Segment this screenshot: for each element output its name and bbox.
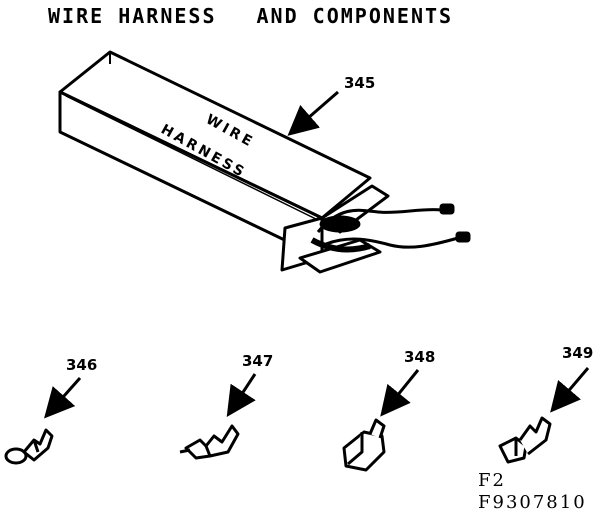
title-part-2: AND COMPONENTS xyxy=(256,4,454,28)
harness-wires xyxy=(310,203,471,253)
callout-arrow-349 xyxy=(550,367,590,413)
ring-terminal-icon xyxy=(4,428,54,465)
callout-348: 348 xyxy=(404,348,436,366)
receptacle-terminal-icon xyxy=(498,416,552,464)
spade-terminal-icon xyxy=(342,418,386,472)
callout-347: 347 xyxy=(242,352,274,370)
figure-code-line-1: F2 xyxy=(478,470,506,491)
diagram-title: WIRE HARNESS AND COMPONENTS xyxy=(48,4,453,28)
splice-connector-icon xyxy=(179,424,240,460)
callout-349: 349 xyxy=(562,344,594,362)
figure-code-line-2: F9307810 xyxy=(478,492,587,513)
callout-arrow-348 xyxy=(380,369,420,417)
callout-arrow-346 xyxy=(44,377,82,419)
figure-code: F2 F9307810 xyxy=(478,470,587,514)
title-part-1: WIRE HARNESS xyxy=(48,4,217,28)
callout-arrow-347 xyxy=(226,373,257,418)
callout-345: 345 xyxy=(344,74,376,92)
callout-arrow-345 xyxy=(287,90,339,136)
wire-harness-box xyxy=(58,50,390,274)
callout-346: 346 xyxy=(66,356,98,374)
